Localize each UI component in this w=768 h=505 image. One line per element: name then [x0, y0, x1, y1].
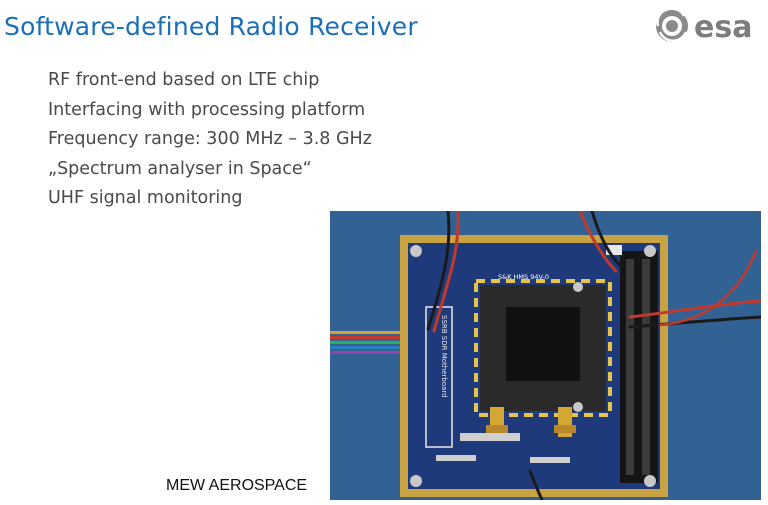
- esa-logo-text: esa: [694, 10, 752, 45]
- bullet-item: UHF signal monitoring: [48, 188, 243, 208]
- bullet-item: Interfacing with processing platform: [48, 99, 366, 120]
- esa-logo-icon: esa: [656, 7, 752, 45]
- slide-title: Software-defined Radio Receiver: [4, 12, 418, 41]
- bullet-item: RF front-end based on LTE chip: [48, 70, 320, 90]
- bullet-item: Frequency range: 300 MHz – 3.8 GHz: [48, 129, 372, 149]
- board-label-motherboard: SSRB SDR Motherboard: [440, 315, 448, 398]
- photo-caption: MEW AEROSPACE: [166, 477, 308, 494]
- bullet-item: „Spectrum analyser in Space“: [48, 158, 312, 179]
- bullet-list: RF front-end based on LTE chip Interfaci…: [48, 66, 372, 214]
- esa-logo: esa: [654, 6, 762, 46]
- sdr-board-photo: SSRB SDR Motherboard S&K HMS 94V-0: [330, 211, 761, 500]
- board-label-hms: S&K HMS 94V-0: [498, 273, 549, 281]
- ribbon-cable: [330, 331, 410, 354]
